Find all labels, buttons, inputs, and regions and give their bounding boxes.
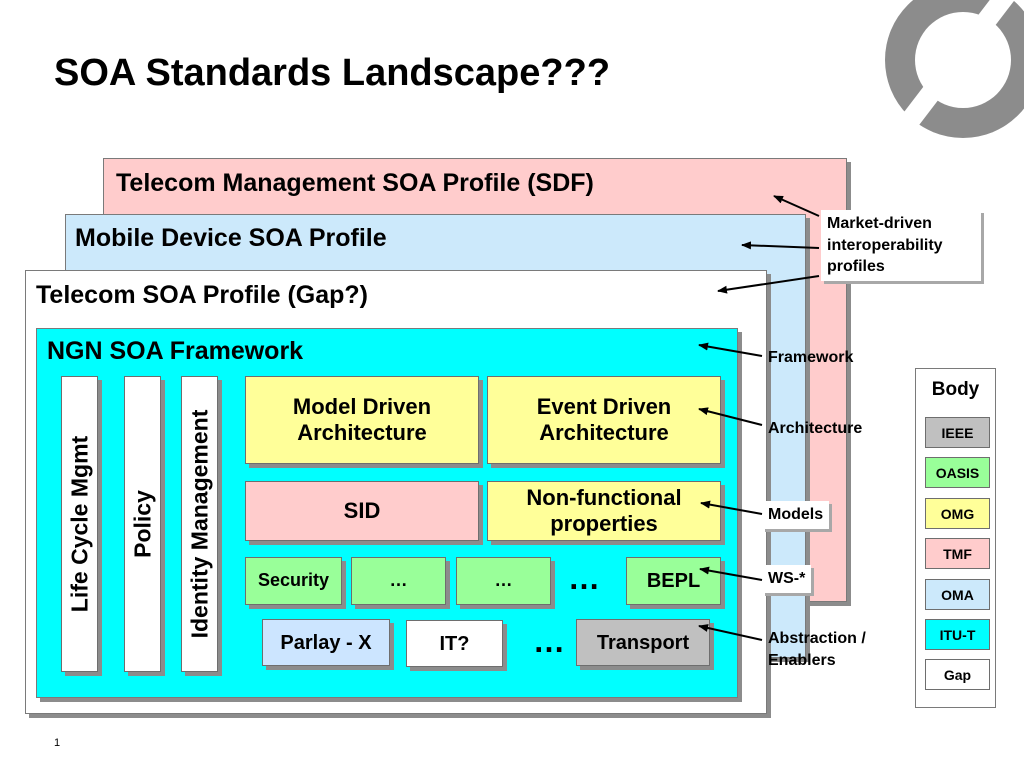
framework-callout: Framework: [768, 349, 854, 366]
legend-label-gap: Gap: [943, 666, 972, 683]
enablers-ellipsis: …: [533, 623, 565, 659]
ws-placeholder-box-a: …: [351, 557, 446, 605]
arrow-models: [700, 500, 763, 515]
legend-title: Body: [931, 379, 980, 400]
models-callout: Models: [762, 501, 830, 529]
identity-management-box: Identity Management: [181, 376, 218, 672]
arrow-architecture: [698, 407, 763, 426]
legend-swatch-ieee: IEEE: [925, 417, 990, 448]
lifecycle-mgmt-box: Life Cycle Mgmt: [61, 376, 98, 672]
arrow-telecom: [717, 275, 820, 294]
market-driven-callout-text: Market-driven interoperability profiles: [827, 215, 943, 276]
non-functional-properties-box: Non-functional properties: [487, 481, 721, 541]
legend-swatch-gap: Gap: [925, 659, 990, 690]
arrow-framework: [698, 342, 763, 357]
legend-label-oma: OMA: [941, 586, 974, 603]
sid-box: SID: [245, 481, 479, 541]
page-title: SOA Standards Landscape???: [54, 52, 611, 94]
transport-box: Transport: [576, 619, 710, 666]
architecture-callout: Architecture: [768, 420, 863, 437]
legend-label-itu-t: ITU-T: [939, 626, 976, 643]
corner-logo-icon: [845, 0, 1024, 145]
transport-label: Transport: [596, 631, 690, 654]
arrow-abstraction: [698, 624, 763, 641]
it-label: IT?: [439, 632, 470, 655]
security-label: Security: [257, 570, 330, 591]
legend-label-oasis: OASIS: [935, 464, 980, 481]
page-number: 1: [54, 737, 61, 749]
parlay-x-box: Parlay - X: [262, 619, 390, 666]
legend-label-ieee: IEEE: [941, 424, 974, 441]
legend-swatch-tmf: TMF: [925, 538, 990, 569]
ws-placeholder-label-b: …: [494, 570, 513, 591]
event-driven-architecture-label: Event Driven Architecture: [536, 393, 672, 445]
sdf-profile-title: Telecom Management SOA Profile (SDF): [116, 169, 594, 197]
telecom-profile-title: Telecom SOA Profile (Gap?): [36, 281, 368, 309]
bepl-box: BEPL: [626, 557, 721, 605]
ws-ellipsis: …: [568, 560, 600, 596]
arrow-mobile: [741, 241, 820, 250]
security-box: Security: [245, 557, 342, 605]
arrow-sdf: [773, 195, 820, 217]
parlay-x-label: Parlay - X: [280, 631, 372, 654]
legend-label-omg: OMG: [940, 505, 975, 522]
abstraction-callout-text: Abstraction / Enablers: [768, 630, 866, 669]
policy-box: Policy: [124, 376, 161, 672]
event-driven-architecture-box: Event Driven Architecture: [487, 376, 721, 464]
it-box: IT?: [406, 620, 503, 667]
ws-placeholder-label-a: …: [389, 570, 408, 591]
market-driven-callout: Market-driven interoperability profiles: [821, 210, 981, 281]
ws-callout: WS-*: [762, 565, 812, 593]
legend-swatch-oasis: OASIS: [925, 457, 990, 488]
abstraction-callout: Abstraction / Enablers: [768, 628, 878, 671]
body-legend: Body IEEE OASIS OMG TMF OMA ITU-T Gap: [915, 368, 996, 708]
bepl-label: BEPL: [646, 570, 701, 592]
ngn-framework-title: NGN SOA Framework: [47, 337, 304, 365]
non-functional-properties-label: Non-functional properties: [526, 484, 682, 536]
sid-label: SID: [343, 497, 381, 523]
legend-label-tmf: TMF: [943, 545, 972, 562]
model-driven-architecture-box: Model Driven Architecture: [245, 376, 479, 464]
legend-swatch-itu-t: ITU-T: [925, 619, 990, 650]
legend-swatch-oma: OMA: [925, 579, 990, 610]
ws-placeholder-box-b: …: [456, 557, 551, 605]
mobile-profile-title: Mobile Device SOA Profile: [75, 224, 387, 252]
model-driven-architecture-label: Model Driven Architecture: [292, 393, 432, 445]
arrow-ws: [699, 566, 763, 581]
legend-swatch-omg: OMG: [925, 498, 990, 529]
